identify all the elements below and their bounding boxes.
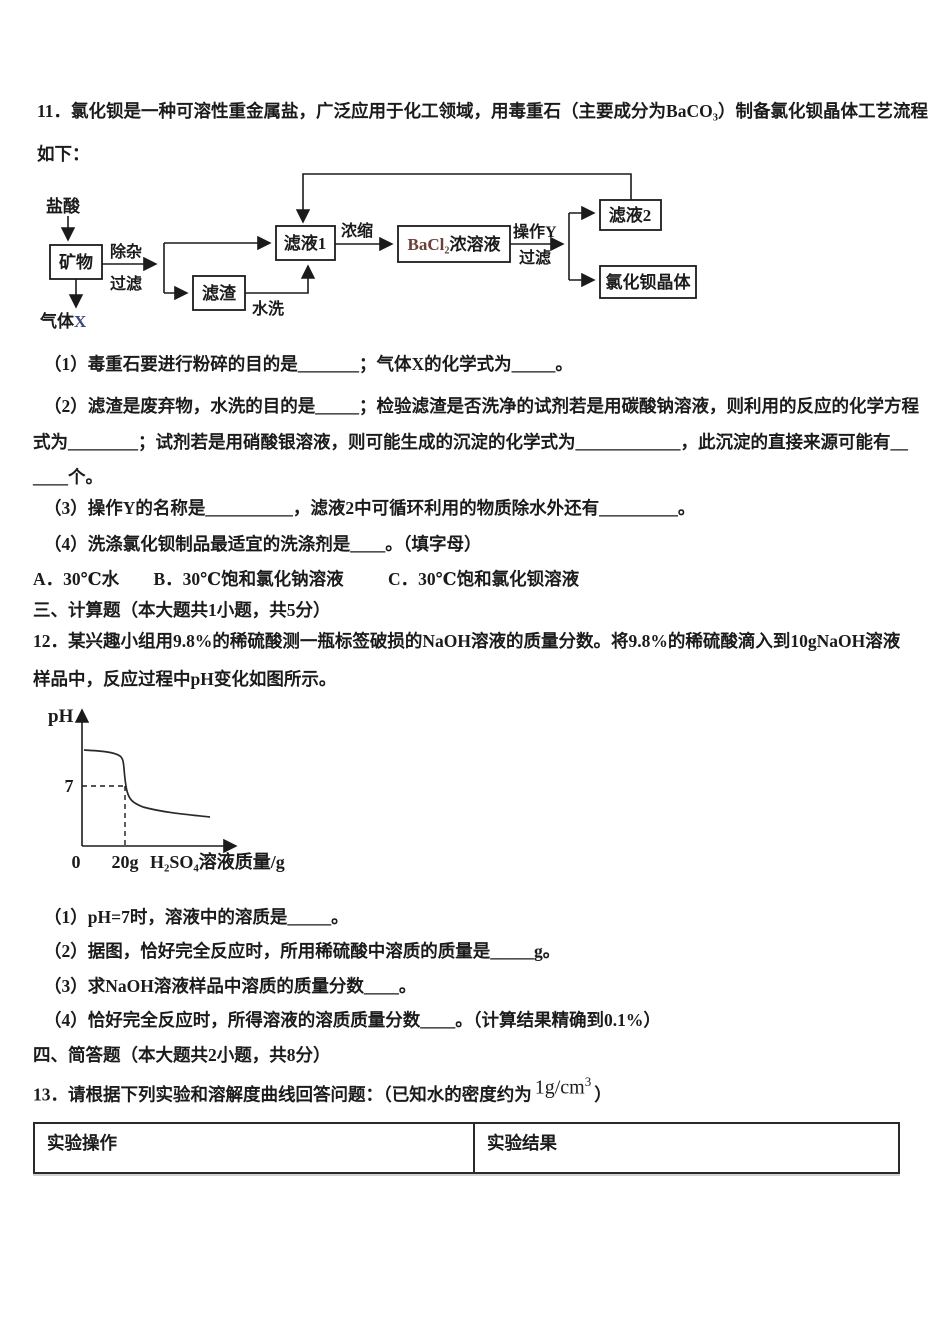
bacl2-formula: BaCl₂	[408, 235, 450, 254]
table-header-result: 实验结果	[473, 1124, 898, 1172]
flow-node-hcl: 盐酸	[46, 196, 81, 216]
flow-feedback-line	[295, 173, 632, 224]
chart-xtick-0: 0	[72, 852, 81, 872]
formula-exponent: 3	[584, 1074, 592, 1089]
option-c: C．30℃饱和氯化钡溶液	[388, 569, 580, 589]
q11-intro-line2: 如下：	[37, 144, 90, 164]
flow-box-filtrate1	[275, 225, 336, 261]
q12-intro-line2: 样品中，反应过程中pH变化如图所示。	[33, 669, 337, 689]
experiment-table: 实验操作 实验结果	[33, 1122, 900, 1174]
q11-part-2: （2）滤渣是废弃物，水洗的目的是_____；检验滤渣是否洗净的试剂若是用碳酸钠溶…	[44, 396, 919, 416]
flow-label-water-wash: 水洗	[252, 299, 284, 318]
q11-part-2-cont2: ____个。	[33, 467, 103, 487]
q13-suffix: ）	[594, 1084, 612, 1105]
q12-intro-line1: 12．某兴趣小组用9.8%的稀硫酸测一瓶标签破损的NaOH溶液的质量分数。将9.…	[33, 631, 901, 651]
flow-box-filtrate2	[599, 199, 662, 231]
q12-part-4: （4）恰好完全反应时，所得溶液的溶质质量分数____。（计算结果精确到0.1%）	[44, 1010, 661, 1030]
chart-ytick-7: 7	[65, 776, 74, 796]
chart-xtick-20g: 20g	[112, 852, 139, 872]
q11-intro-line1: 11．氯化钡是一种可溶性重金属盐，广泛应用于化工领域，用毒重石（主要成分为BaC…	[37, 101, 928, 121]
flow-node-crystal: 氯化钡晶体	[606, 272, 692, 292]
flow-arrow-wash	[245, 264, 316, 294]
flow-node-filtrate1: 滤液1	[284, 233, 327, 253]
section3-header: 三、计算题（本大题共1小题，共5分）	[33, 600, 331, 620]
q12-part-1: （1）pH=7时，溶液中的溶质是_____。	[44, 907, 349, 927]
gas-x-symbol: X	[74, 312, 87, 331]
q13-prefix: 13．请根据下列实验和溶解度曲线回答问题：（已知水的密度约为	[33, 1084, 532, 1105]
q12-part-3: （3）求NaOH溶液样品中溶质的质量分数____。	[44, 976, 417, 996]
flow-label-remove-impurity: 除杂	[110, 242, 142, 261]
flow-label-filter1: 过滤	[110, 274, 142, 293]
q11-part-2-cont1: 式为________；试剂若是用硝酸银溶液，则可能生成的沉淀的化学式为_____…	[33, 432, 908, 452]
chart-ph-curve	[83, 749, 211, 818]
bacl2-suffix: 浓溶液	[449, 234, 500, 254]
option-b: B．30℃饱和氯化钠溶液	[153, 569, 344, 589]
flow-node-gas-x: 气体X	[39, 311, 87, 331]
density-formula: 1g/cm3	[532, 1073, 595, 1102]
q11-part-3: （3）操作Y的名称是__________，滤液2中可循环利用的物质除水外还有__…	[44, 498, 696, 518]
flow-box-bacl2-solution	[397, 225, 511, 263]
option-a: A．30℃水	[33, 569, 120, 589]
q11-options: A．30℃水 B．30℃饱和氯化钠溶液 C．30℃饱和氯化钡溶液	[33, 568, 579, 592]
ph-chart: pH 7 0 20g H₂SO₄溶液质量/g	[48, 706, 285, 872]
flow-node-mineral: 矿物	[59, 252, 93, 272]
chart-xlabel: H₂SO₄溶液质量/g	[150, 851, 285, 872]
section4-header: 四、简答题（本大题共2小题，共8分）	[33, 1045, 331, 1065]
flow-node-residue: 滤渣	[202, 283, 237, 303]
table-header-operation: 实验操作	[47, 1133, 117, 1153]
q11-part-1: （1）毒重石要进行粉碎的目的是_______；气体X的化学式为_____。	[44, 354, 573, 374]
gas-x-prefix: 气体	[39, 311, 75, 331]
formula-base: 1g/cm	[534, 1076, 585, 1099]
q12-part-2: （2）据图，恰好完全反应时，所用稀硫酸中溶质的质量是_____g。	[44, 941, 561, 961]
flow-label-filter2: 过滤	[519, 248, 551, 267]
flow-node-filtrate2: 滤液2	[609, 205, 652, 225]
q11-part-4: （4）洗涤氯化钡制品最适宜的洗涤剂是____。（填字母）	[44, 534, 482, 554]
flow-label-concentrate: 浓缩	[341, 221, 373, 240]
chart-ylabel: pH	[48, 706, 74, 727]
flow-box-crystal	[599, 265, 697, 299]
flowchart-diagram: 盐酸 矿物 气体X 除杂 过滤 滤渣 水洗 滤液1 浓缩 BaCl₂浓溶液 操作…	[39, 173, 697, 331]
flow-label-operation-y: 操作Y	[513, 222, 557, 241]
flow-node-bacl2-solution: BaCl₂浓溶液	[408, 234, 501, 254]
